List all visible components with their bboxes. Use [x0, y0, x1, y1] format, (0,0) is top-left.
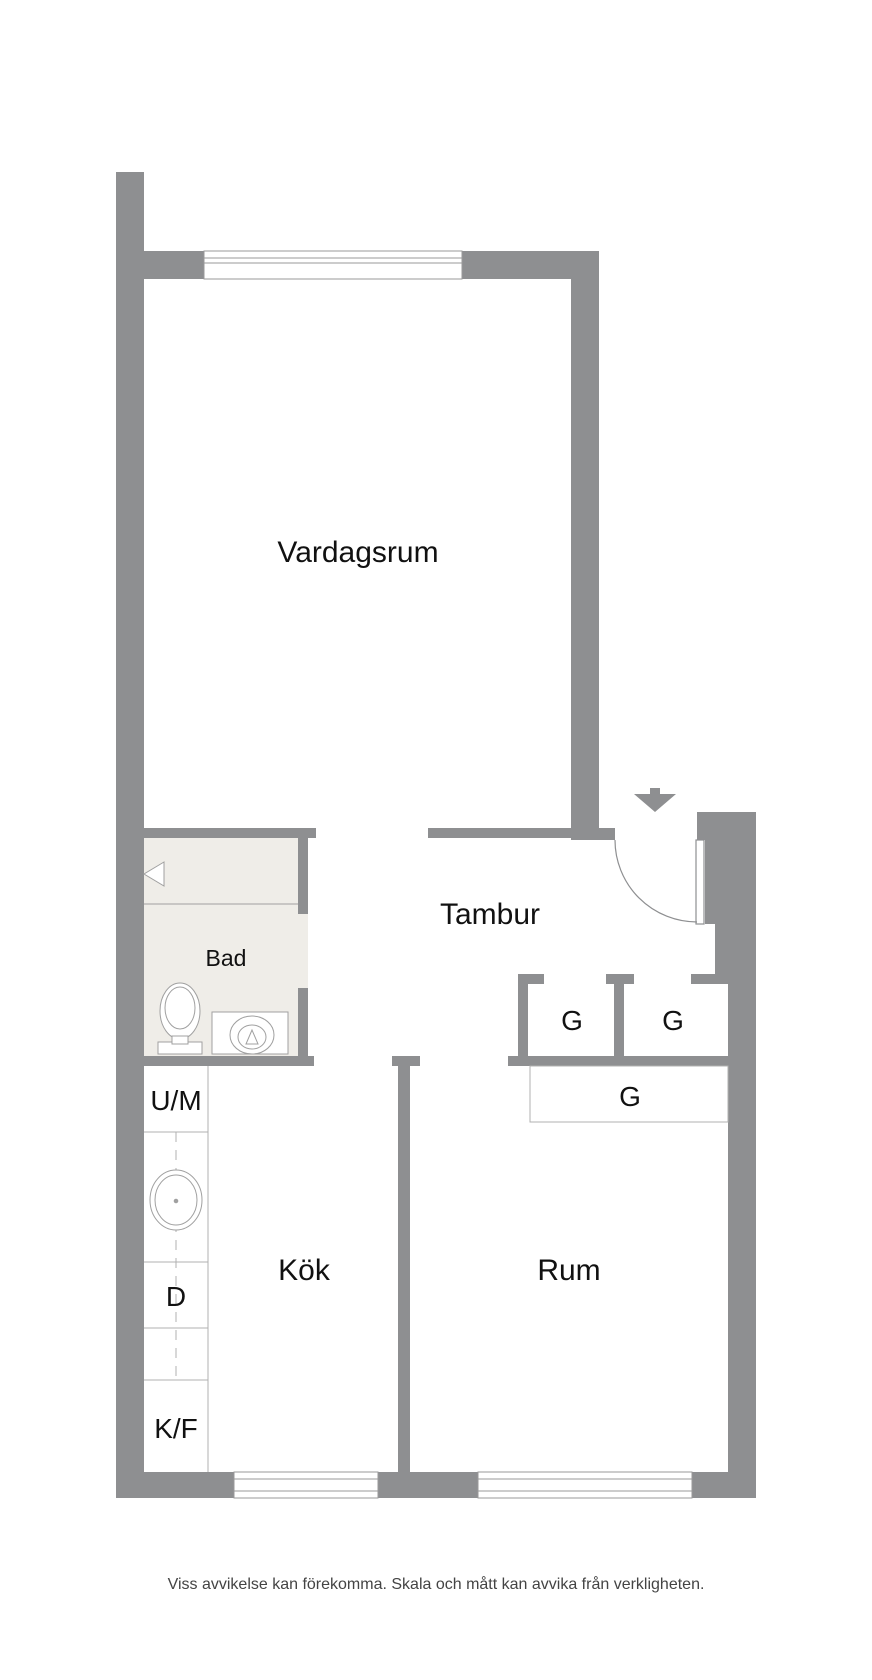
- wall-bath-right-top: [298, 838, 308, 914]
- bathroom-fixtures: [143, 861, 298, 1055]
- walls: [116, 172, 756, 1498]
- kitchen-sink-icon: [149, 1169, 203, 1231]
- wall-kitchen-room: [398, 1056, 410, 1472]
- toilet-icon: [157, 982, 203, 1055]
- room-label-rum: Rum: [537, 1254, 600, 1287]
- appliance-label-kf: K/F: [154, 1413, 198, 1444]
- entrance-arrow-icon: [634, 788, 676, 812]
- disclaimer-text: Viss avvikelse kan förekomma. Skala och …: [167, 1576, 705, 1593]
- wardrobe-lines: [529, 1065, 729, 1123]
- appliance-label-d: D: [166, 1281, 186, 1312]
- kitchen-counter: [144, 1066, 209, 1472]
- wall-living-bath: [144, 828, 316, 838]
- wall-entry-pillar: [705, 838, 715, 924]
- wall-bottom-mid: [378, 1472, 478, 1498]
- window-living: [203, 250, 463, 280]
- entrance-door: [614, 839, 705, 925]
- appliance-label-um: U/M: [150, 1085, 201, 1116]
- wall-wardrobe-a-cap: [518, 974, 544, 984]
- room-label-tambur: Tambur: [440, 898, 540, 931]
- wall-bottom-left: [116, 1472, 234, 1498]
- wardrobe-label-1: G: [561, 1005, 583, 1036]
- wardrobe-label-2: G: [662, 1005, 684, 1036]
- wall-bath-right-bottom: [298, 988, 308, 1056]
- wall-living-hall: [428, 828, 571, 838]
- wall-hall-room: [508, 1056, 728, 1066]
- wall-wardrobe-a: [518, 974, 528, 1056]
- wardrobe-label-3: G: [619, 1081, 641, 1112]
- shower-triangle-icon: [143, 861, 165, 887]
- room-label-kok: Kök: [278, 1254, 331, 1287]
- wall-left: [116, 172, 144, 1498]
- room-label-bad: Bad: [206, 945, 247, 971]
- wall-bath-bottom: [144, 1056, 314, 1066]
- wall-wardrobe-c-cap: [691, 974, 728, 984]
- wall-wardrobe-b: [614, 974, 624, 1056]
- wall-wardrobe-b-cap: [606, 974, 634, 984]
- wall-living-right: [571, 251, 599, 839]
- windows: [203, 250, 693, 1499]
- wall-top-left: [116, 251, 204, 279]
- bath-sink-icon: [211, 1011, 289, 1055]
- room-label-vardagsrum: Vardagsrum: [277, 536, 438, 569]
- wall-right: [728, 812, 756, 1498]
- window-room: [477, 1471, 693, 1499]
- wall-hall-top: [571, 828, 615, 840]
- wall-bottom-right: [692, 1472, 756, 1498]
- window-kitchen: [233, 1471, 379, 1499]
